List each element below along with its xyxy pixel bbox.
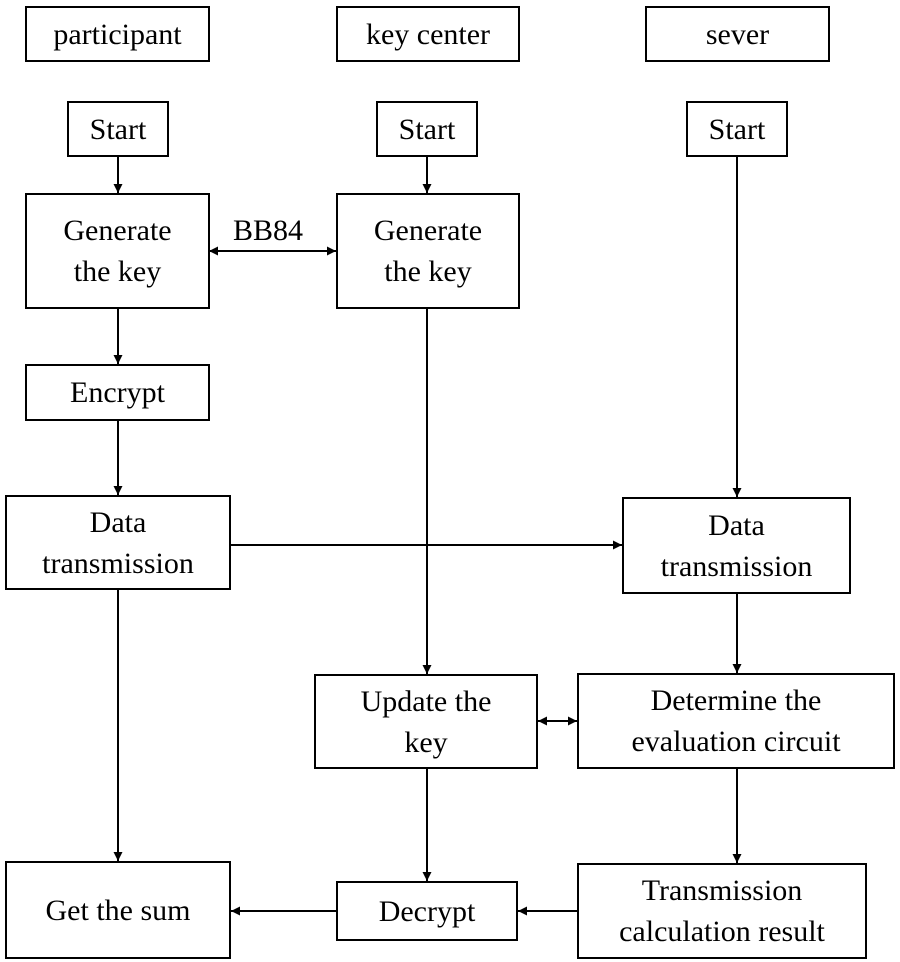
key-center-start-node: Start	[376, 101, 478, 157]
decrypt-node: Decrypt	[336, 881, 518, 941]
bb84-label: BB84	[233, 214, 304, 247]
participant-start-node: Start	[67, 101, 169, 157]
update-key-node: Update the key	[314, 674, 538, 769]
get-sum-node: Get the sum	[5, 861, 231, 959]
server-start-node: Start	[686, 101, 788, 157]
transmission-calculation-result-node: Transmission calculation result	[577, 863, 867, 959]
server-data-transmission-node: Data transmission	[622, 497, 851, 594]
lane-header-participant: participant	[25, 6, 210, 62]
participant-generate-key-node: Generate the key	[25, 193, 210, 309]
determine-evaluation-circuit-node: Determine the evaluation circuit	[577, 673, 895, 769]
participant-data-transmission-node: Data transmission	[5, 495, 231, 590]
lane-header-key-center: key center	[336, 6, 520, 62]
lane-header-server: sever	[645, 6, 830, 62]
key-center-generate-key-node: Generate the key	[336, 193, 520, 309]
encrypt-node: Encrypt	[25, 364, 210, 421]
